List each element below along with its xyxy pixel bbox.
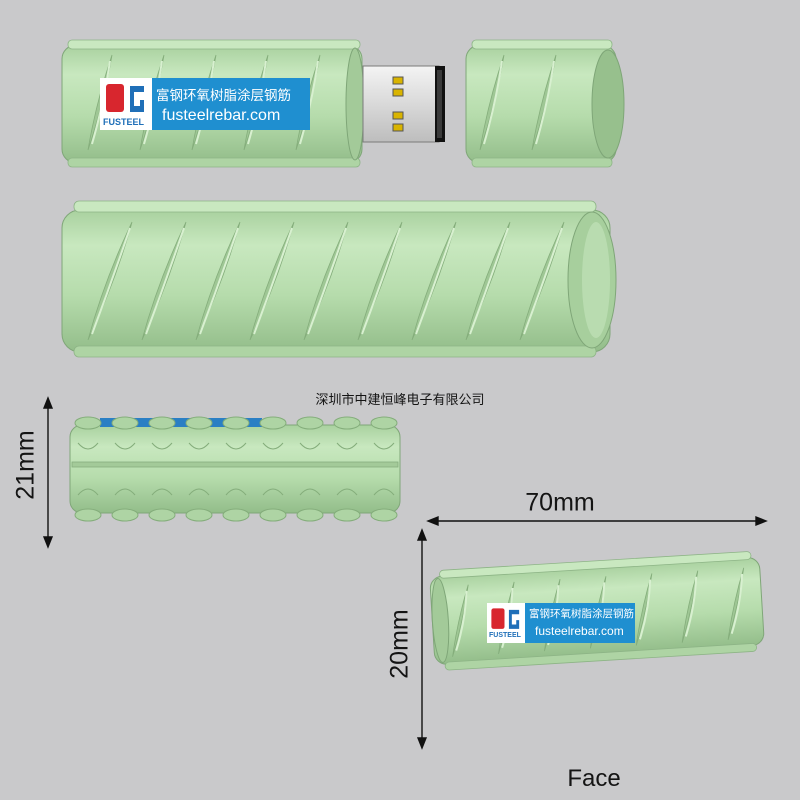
rib-bump bbox=[185, 416, 213, 430]
rib-bump bbox=[148, 508, 176, 522]
rib-highlight bbox=[483, 60, 503, 145]
fusteel-logo: FUSTEEL bbox=[487, 603, 525, 643]
rib-group bbox=[74, 416, 398, 522]
rib bbox=[727, 567, 745, 641]
rib-mark bbox=[151, 442, 173, 450]
rib-bump bbox=[259, 508, 287, 522]
brand-chinese: 富钢环氧树脂涂层钢筋 bbox=[529, 608, 634, 620]
rib-mark bbox=[336, 442, 358, 450]
rib-bump bbox=[74, 416, 102, 430]
dimension-20mm-arrow bbox=[416, 528, 428, 750]
rib-highlight bbox=[469, 227, 509, 335]
rib-bump bbox=[296, 508, 324, 522]
rib-highlight bbox=[638, 579, 652, 640]
view-caption: Face bbox=[567, 765, 621, 792]
rib-bump bbox=[111, 508, 139, 522]
website: fusteelrebar.com bbox=[162, 107, 281, 124]
brand-label: FUSTEEL 富钢环氧树脂涂层钢筋 fusteelrebar.com bbox=[100, 78, 310, 130]
rib-mark bbox=[188, 442, 210, 450]
rib-mark bbox=[151, 488, 173, 496]
rib-group bbox=[479, 54, 557, 151]
rib-mark bbox=[77, 442, 99, 450]
rib-mark bbox=[336, 488, 358, 496]
logo-word: FUSTEEL bbox=[489, 632, 521, 639]
rib bbox=[531, 54, 557, 151]
rib-mark bbox=[262, 488, 284, 496]
rib-highlight bbox=[415, 227, 455, 335]
rib-highlight bbox=[307, 227, 347, 335]
rib-bump bbox=[333, 508, 361, 522]
rib-bump bbox=[333, 416, 361, 430]
dimension-height-face: 20mm bbox=[385, 609, 414, 679]
rib-bump bbox=[74, 508, 102, 522]
rib-highlight bbox=[145, 227, 185, 335]
rib bbox=[635, 573, 653, 646]
rib bbox=[452, 584, 469, 657]
fusteel-logo: FUSTEEL bbox=[100, 78, 152, 130]
rib bbox=[681, 570, 699, 643]
rib-mark bbox=[262, 442, 284, 450]
dimension-height-side: 21mm bbox=[11, 430, 40, 500]
rib-bump bbox=[259, 416, 287, 430]
rib-mark bbox=[299, 442, 321, 450]
assembled-rebar bbox=[61, 200, 617, 358]
brand-label-face: FUSTEEL 富钢环氧树脂涂层钢筋 fusteelrebar.com bbox=[487, 603, 635, 643]
rib-bump bbox=[111, 416, 139, 430]
usb-cap bbox=[465, 39, 625, 168]
website: fusteelrebar.com bbox=[535, 624, 624, 638]
side-view bbox=[69, 416, 401, 522]
dimension-length: 70mm bbox=[525, 488, 595, 517]
rib-mark bbox=[188, 488, 210, 496]
rib-highlight bbox=[299, 60, 319, 145]
dimension-70mm-arrow bbox=[426, 515, 768, 527]
rib-bump bbox=[296, 416, 324, 430]
rib-mark bbox=[225, 442, 247, 450]
rib-highlight bbox=[361, 227, 401, 335]
usb-connector bbox=[362, 65, 445, 143]
rib-highlight bbox=[91, 227, 131, 335]
brand-chinese: 富钢环氧树脂涂层钢筋 bbox=[156, 88, 291, 103]
rib-highlight bbox=[535, 60, 555, 145]
rib-highlight bbox=[684, 576, 698, 637]
rib-bump bbox=[148, 416, 176, 430]
rib-mark bbox=[299, 488, 321, 496]
rib-highlight bbox=[523, 227, 563, 335]
logo-word: FUSTEEL bbox=[103, 117, 145, 127]
rib-bump bbox=[370, 416, 398, 430]
rib-bump bbox=[222, 508, 250, 522]
rib bbox=[479, 54, 505, 151]
rib-highlight bbox=[199, 227, 239, 335]
rib-group bbox=[87, 221, 565, 341]
rib-mark bbox=[114, 488, 136, 496]
company-name: 深圳市中建恒峰电子有限公司 bbox=[315, 392, 485, 407]
dimension-21mm-arrow bbox=[42, 396, 54, 549]
rib-mark bbox=[225, 488, 247, 496]
rib-highlight bbox=[730, 573, 744, 634]
rib-bump bbox=[185, 508, 213, 522]
rib-mark bbox=[373, 488, 395, 496]
rib-mark bbox=[114, 442, 136, 450]
rib-bump bbox=[222, 416, 250, 430]
rib-mark bbox=[77, 488, 99, 496]
rib-mark bbox=[373, 442, 395, 450]
rib-highlight bbox=[455, 590, 468, 651]
rib-highlight bbox=[253, 227, 293, 335]
rib-bump bbox=[370, 508, 398, 522]
